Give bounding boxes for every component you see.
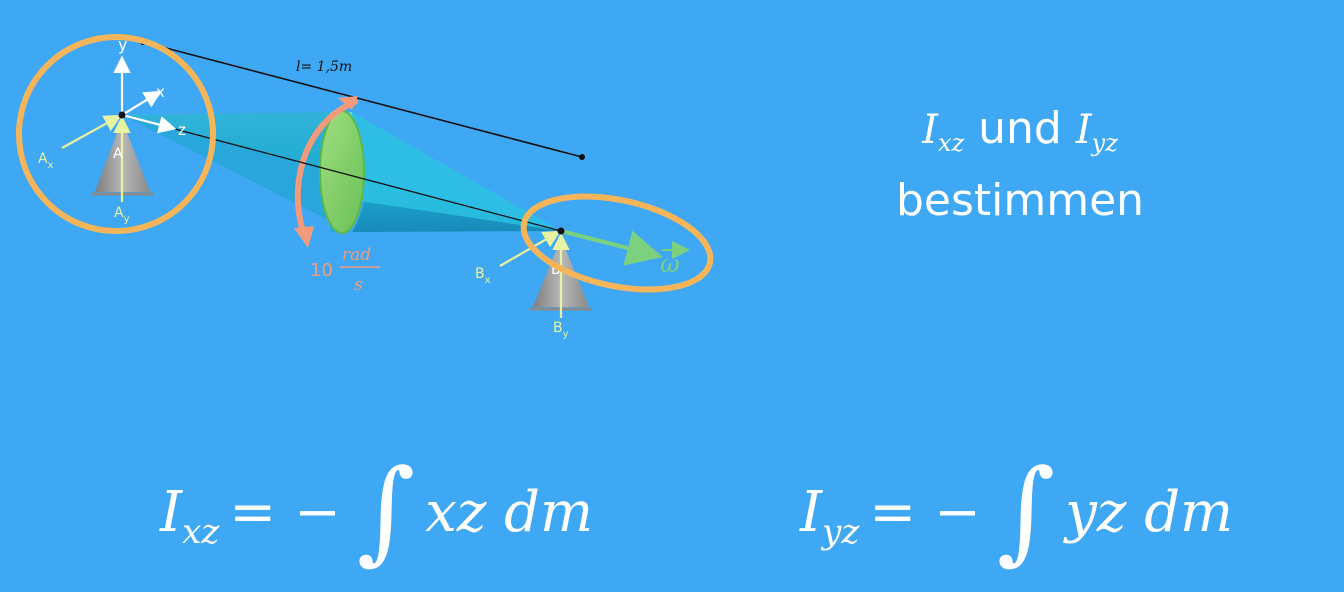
force-bx-label: Bx: [475, 266, 491, 286]
axis-y-label: y: [118, 35, 127, 54]
axis-x-arrow: [121, 90, 162, 116]
title-symbol-ixz: Ixz: [922, 107, 965, 157]
support-b-label: B: [551, 262, 561, 278]
force-by-label: By: [553, 320, 569, 340]
title-line-2: bestimmen: [895, 175, 1145, 226]
support-a-label: A: [113, 146, 123, 162]
rotation-arrow-tail: [338, 96, 358, 110]
axis-x-label: x: [156, 83, 165, 101]
title-conjunction: und: [978, 103, 1062, 154]
length-dimension-line: [142, 41, 583, 158]
title-symbol-iyz: Iyz: [1075, 107, 1118, 157]
force-ay-label: Ay: [114, 205, 130, 225]
cone-diagram: l= 1,5m ω y x z Ax Ay A Bx By B 10 rad s: [16, 34, 714, 340]
rotation-arrow-head: [294, 226, 314, 248]
rotation-axis-line: [121, 114, 562, 232]
cone-body-taper: [122, 112, 352, 232]
force-ax-arrow: [61, 114, 122, 149]
axis-z-label: z: [178, 121, 186, 139]
pivot-b: [557, 227, 565, 235]
length-label: l= 1,5m: [296, 59, 352, 75]
omega-unit-den: s: [354, 275, 363, 295]
omega-symbol: ω: [660, 250, 680, 278]
cone-upper-tip: [352, 112, 561, 231]
omega-value: 10: [310, 260, 333, 281]
omega-unit-num: rad: [342, 245, 371, 265]
cone-base-face: [319, 110, 365, 234]
rotation-arrow: [294, 99, 358, 231]
formula-iyz: Iyz= −∫yz dm: [800, 446, 1234, 576]
highlight-ring-b: [520, 193, 714, 293]
force-bx-arrow: [499, 230, 561, 267]
integral-sign: ∫: [996, 446, 1056, 576]
integral-sign: ∫: [356, 446, 416, 576]
force-ax-label: Ax: [38, 151, 54, 171]
highlight-ring-a: [16, 34, 216, 234]
formula-ixz: Ixz= −∫xz dm: [160, 446, 594, 576]
length-endpoint-end: [579, 154, 585, 160]
slide-title: Ixz und Iyz bestimmen: [820, 100, 1220, 230]
title-line-1: Ixz und Iyz: [820, 100, 1220, 172]
pivot-a: [118, 111, 126, 119]
omega-arrow: [560, 229, 663, 266]
